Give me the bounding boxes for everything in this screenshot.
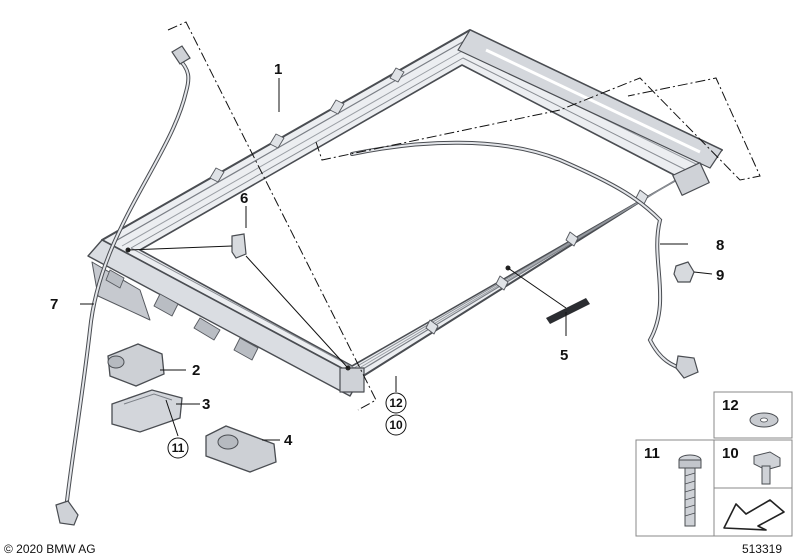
hex-bolt-icon [753,451,781,485]
callout-4: 4 [284,432,293,449]
callout-5: 5 [560,347,568,364]
callout-2: 2 [192,362,200,379]
motor-part-2 [107,343,165,387]
callout-10-circle [385,414,407,436]
diagram-reference-number: 513319 [741,542,782,556]
fastener-legend: 12 11 10 [635,391,793,537]
copyright-text: © 2020 BMW AG [4,542,96,556]
leader-lines [80,78,713,441]
callout-8: 8 [716,237,724,254]
callout-9: 9 [716,267,724,284]
legend-box-11 [635,439,715,537]
control-unit-part-3 [111,389,183,433]
callout-1: 1 [274,61,282,78]
clip-part-9 [673,261,695,283]
legend-label-11: 11 [644,445,660,462]
screw-icon [678,454,702,527]
reference-outlines [167,21,761,411]
legend-label-12: 12 [722,397,739,414]
drive-cable-left [55,45,191,526]
callout-11-circle [167,437,189,459]
callout-6: 6 [240,190,248,207]
legend-box-12 [713,391,793,439]
callout-10: 10 [389,418,403,432]
callout-12: 12 [389,396,403,410]
arrow-icon [723,499,785,531]
callout-11: 11 [172,441,185,455]
clip-part-6 [231,233,247,259]
callout-labels: 1 6 7 8 9 5 2 3 4 11 12 10 [50,61,724,459]
sunroof-frame [87,29,723,397]
strip-part-5 [546,298,590,324]
motor-unit-part-4 [205,425,277,473]
legend-label-10: 10 [722,445,739,462]
callout-3: 3 [202,396,210,413]
drive-cable-right [350,140,699,379]
callout-7: 7 [50,296,58,313]
callout-12-circle [385,392,407,414]
